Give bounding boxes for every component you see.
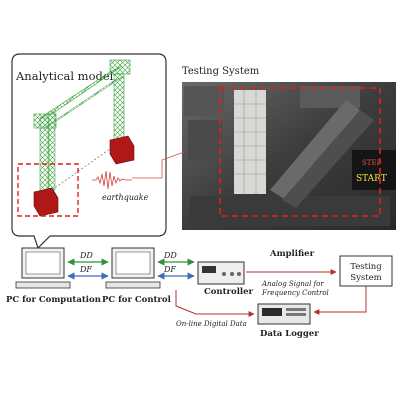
top-joint [109,59,131,75]
earthquake-wave [92,170,132,190]
control-screen [352,150,396,190]
flow-diagram: PC for Computation PC for Control DD DF … [6,247,393,339]
dashed-link [51,145,115,191]
model-to-test-connector [132,151,185,179]
testing-system-line2: System [350,273,382,283]
specimen [234,90,266,194]
controller-label: Controller [204,287,254,297]
pc-control-icon [105,247,161,289]
actuator [270,100,360,200]
pc-control-label: PC for Control [102,295,172,305]
actuator [282,110,374,208]
data-logger-label: Data Logger [260,329,319,339]
dd-label-1: DD [79,251,93,260]
df-label-1: DF [79,265,92,274]
left-column [39,117,50,197]
dd-label-2: DD [163,251,177,260]
specimen-grid [234,90,266,194]
left-joint [33,113,57,129]
analytical-model-title: Analytical model [15,69,114,83]
online-data-label: On-line Digital Data [176,320,247,328]
pc-computation-icon [15,247,71,289]
testing-system-title: Testing System [182,66,260,77]
data-logger-icon [257,303,311,325]
df-label-2: DF [163,265,176,274]
frame-model [33,59,135,217]
analog-signal-line2: Frequency Control [261,289,329,297]
right-mass [109,135,135,165]
testing-system-box [339,255,393,287]
left-mass [33,187,59,217]
analog-signal-line1: Analog Signal for [261,280,324,288]
testing-system-panel: Testing System STEP START [182,66,396,230]
controller-icon [197,261,245,285]
pc-computation-label: PC for Computation [6,295,101,305]
screen-start: START [356,174,387,184]
testing-system-line1: Testing [350,262,382,272]
test-to-logger-arrow [313,286,367,315]
right-column [113,73,125,145]
online-data-arrow [175,290,255,317]
analytical-model-panel: Analytical model earthquake [11,53,167,250]
machine-part [184,86,224,116]
machine-part [188,120,222,160]
earthquake-label: earthquake [102,193,149,202]
testing-highlight-box [219,87,381,217]
amplifier-label: Amplifier [269,249,315,259]
screen-step: STEP [362,159,382,167]
